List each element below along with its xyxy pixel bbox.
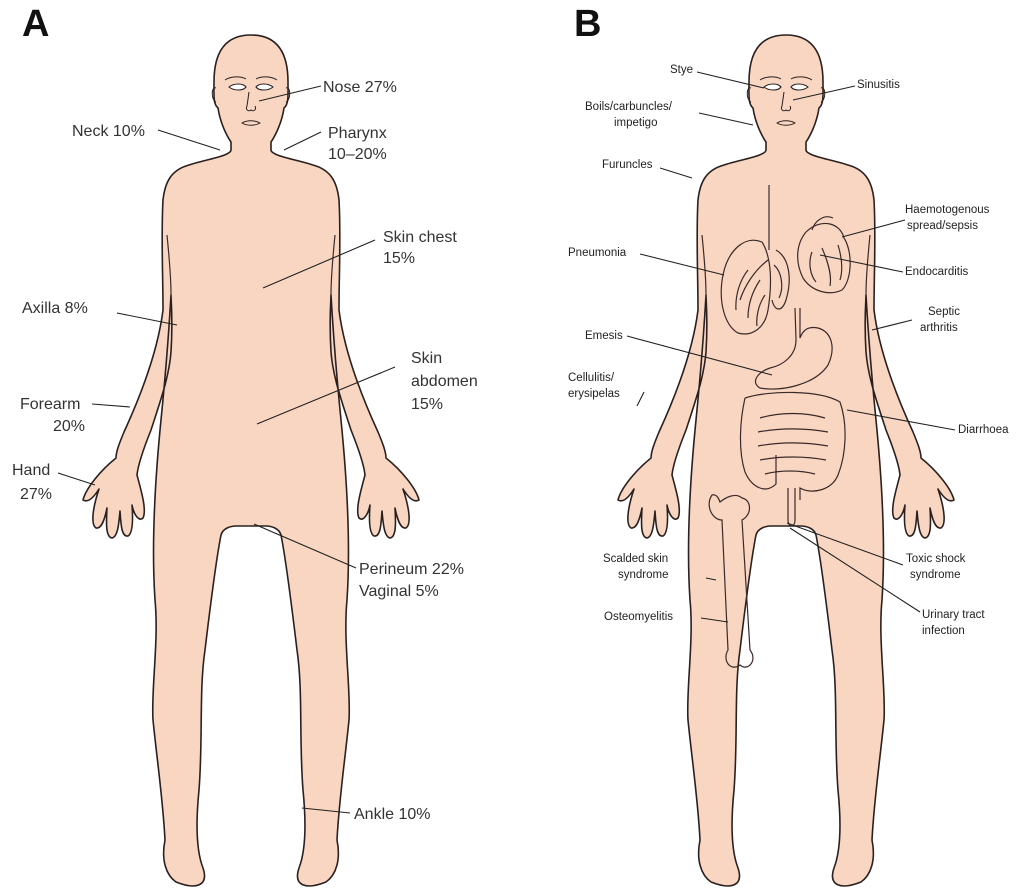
label-endocarditis: Endocarditis bbox=[905, 266, 969, 278]
label-furuncles: Furuncles bbox=[602, 159, 653, 171]
label-perineum: Perineum 22% Vaginal 5% bbox=[359, 561, 468, 600]
panel-letter-b: B bbox=[574, 3, 601, 45]
label-osteo: Osteomyelitis bbox=[604, 611, 673, 623]
label-toxic: Toxic shock syndrome bbox=[906, 553, 969, 581]
label-pharynx: Pharynx 10–20% bbox=[328, 125, 391, 163]
label-sinusitis: Sinusitis bbox=[857, 79, 900, 91]
label-hand: Hand 27% bbox=[12, 462, 55, 503]
label-uti: Urinary tract infection bbox=[922, 609, 988, 637]
label-axilla: Axilla 8% bbox=[22, 300, 88, 317]
label-emesis: Emesis bbox=[585, 330, 623, 342]
label-nose: Nose 27% bbox=[323, 79, 397, 96]
panel-letter-a: A bbox=[22, 3, 49, 45]
label-scalded: Scalded skin syndrome bbox=[603, 553, 671, 581]
label-ankle: Ankle 10% bbox=[354, 806, 431, 823]
label-stye: Stye bbox=[670, 64, 693, 76]
label-diarrhoea: Diarrhoea bbox=[958, 424, 1009, 436]
label-haemo: Haemotogenous spread/sepsis bbox=[905, 204, 993, 232]
label-skin-chest: Skin chest 15% bbox=[383, 229, 461, 267]
body-figure-b bbox=[618, 35, 954, 886]
label-pneumonia: Pneumonia bbox=[568, 247, 627, 259]
label-neck: Neck 10% bbox=[72, 123, 145, 140]
label-boils: Boils/carbuncles/ impetigo bbox=[585, 101, 675, 129]
label-skin-abdomen: Skin abdomen 15% bbox=[411, 350, 482, 413]
label-cellulitis: Cellulitis/ erysipelas bbox=[568, 372, 620, 400]
label-septic: Septic arthritis bbox=[920, 306, 963, 334]
label-forearm: Forearm 20% bbox=[20, 396, 85, 435]
